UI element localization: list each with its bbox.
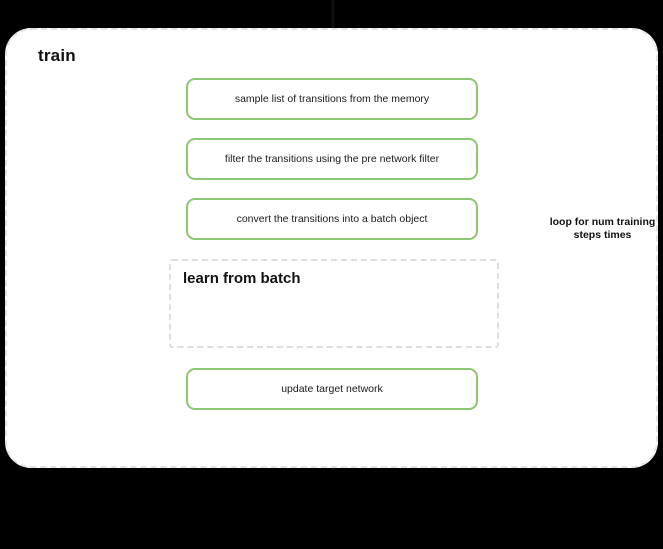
step-box-filter[interactable]: filter the transitions using the pre net… [186,138,478,180]
step-box-convert[interactable]: convert the transitions into a batch obj… [186,198,478,240]
step-label-update: update target network [281,382,383,395]
step-label-filter: filter the transitions using the pre net… [224,152,440,165]
block-title: train [38,46,76,65]
step-box-sample[interactable]: sample list of transitions from the memo… [186,78,478,120]
step-label-sample: sample list of transitions from the memo… [234,92,430,105]
step-label-convert: convert the transitions into a batch obj… [236,212,428,225]
sub-block-title: learn from batch [183,270,301,287]
sub-block-learn-from-batch[interactable]: learn from batch [169,259,499,348]
step-box-update-target-network[interactable]: update target network [186,368,478,410]
loop-label: loop for num training steps times [549,216,656,242]
